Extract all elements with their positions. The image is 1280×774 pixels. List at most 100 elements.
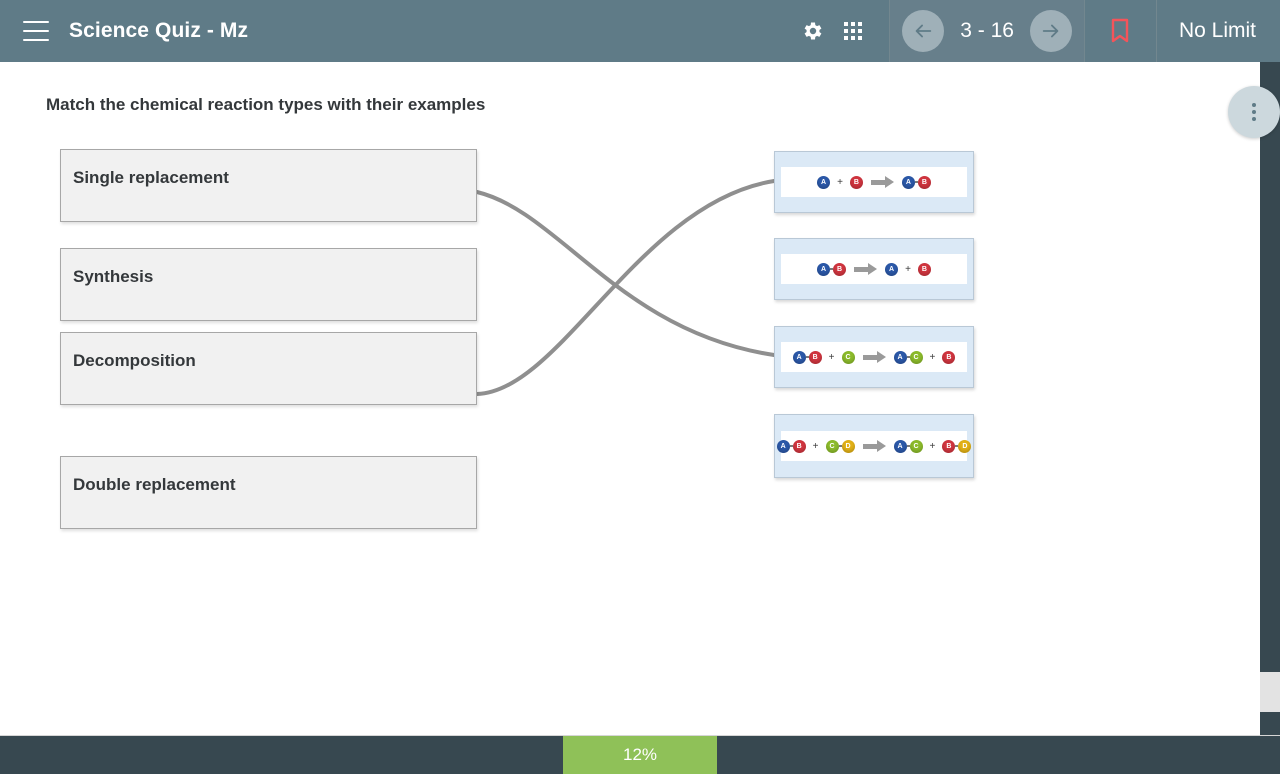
atom-c: C: [825, 439, 839, 453]
option-label: Double replacement: [73, 474, 236, 494]
atom-b: B: [808, 350, 822, 364]
molecule: C: [841, 350, 855, 364]
bookmark-icon: [1112, 18, 1129, 43]
bond-icon: [906, 445, 910, 447]
reaction-arrow-icon: [863, 176, 902, 188]
scrollbar-thumb[interactable]: [1260, 672, 1280, 712]
apps-button[interactable]: [833, 0, 873, 62]
option-box[interactable]: Double replacement: [60, 456, 477, 529]
question-content: Match the chemical reaction types with t…: [0, 62, 1260, 736]
top-bar: Science Quiz - Mz 3 - 16: [0, 0, 1280, 62]
plus-icon: +: [812, 440, 819, 452]
atom-d: D: [958, 439, 972, 453]
option-box[interactable]: Synthesis: [60, 248, 477, 321]
molecule: B: [917, 262, 931, 276]
right-rail: [1260, 62, 1280, 736]
arrow-right-icon: [1042, 24, 1059, 38]
grid-icon: [842, 20, 864, 42]
plus-icon: +: [929, 440, 936, 452]
atom-c: C: [909, 350, 923, 364]
footer-divider: [0, 735, 1280, 736]
bookmark-button[interactable]: [1085, 0, 1157, 62]
link-decomposition[interactable]: [475, 179, 776, 396]
molecule: A: [817, 175, 831, 189]
atom-b: B: [917, 262, 931, 276]
plus-icon: +: [828, 351, 835, 363]
atom-b: B: [792, 439, 806, 453]
bond-icon: [830, 268, 834, 270]
page-title: Science Quiz - Mz: [69, 19, 249, 42]
atom-b: B: [849, 175, 863, 189]
settings-button[interactable]: [793, 0, 833, 62]
atom-b: B: [942, 439, 956, 453]
bond-icon: [955, 445, 959, 447]
next-question-button[interactable]: [1029, 10, 1072, 52]
atom-b: B: [833, 262, 847, 276]
bottom-bar: 12%: [0, 736, 1280, 774]
equation-side: A + B: [885, 262, 931, 276]
pagination-group: 3 - 16: [889, 0, 1085, 62]
option-label: Decomposition: [73, 350, 196, 370]
bond-icon: [805, 356, 809, 358]
previous-question-button[interactable]: [902, 10, 945, 52]
bond-icon: [914, 181, 918, 183]
bond-icon: [906, 356, 910, 358]
molecule: A: [885, 262, 899, 276]
time-limit-label: No Limit: [1178, 19, 1256, 42]
atom-a: A: [885, 262, 899, 276]
hamburger-icon[interactable]: [23, 21, 49, 41]
reaction-arrow-icon: [855, 351, 894, 363]
atom-b: B: [917, 175, 931, 189]
atom-c: C: [909, 439, 923, 453]
plus-icon: +: [905, 263, 911, 275]
option-label: Single replacement: [73, 167, 229, 187]
gear-icon: [804, 22, 822, 40]
progress-badge: 12%: [563, 736, 717, 774]
link-single-replacement[interactable]: [475, 190, 776, 357]
atom-a: A: [901, 175, 915, 189]
atom-a: A: [893, 350, 907, 364]
atom-c: C: [841, 350, 855, 364]
option-label: Synthesis: [73, 266, 154, 286]
molecule: B: [942, 350, 956, 364]
arrow-left-icon: [915, 24, 932, 38]
option-box[interactable]: Single replacement: [60, 149, 477, 222]
atom-a: A: [893, 439, 907, 453]
plus-icon: +: [929, 351, 936, 363]
atom-a: A: [792, 350, 806, 364]
atom-b: B: [942, 350, 956, 364]
option-box[interactable]: Decomposition: [60, 332, 477, 405]
atom-a: A: [817, 175, 831, 189]
atom-a: A: [776, 439, 790, 453]
more-options-button[interactable]: [1228, 86, 1280, 138]
atom-d: D: [841, 439, 855, 453]
bond-icon: [838, 445, 842, 447]
molecule: B: [849, 175, 863, 189]
atom-a: A: [817, 262, 831, 276]
equation-side: A+B: [817, 175, 863, 189]
page-indicator: 3 - 16: [960, 19, 1014, 42]
